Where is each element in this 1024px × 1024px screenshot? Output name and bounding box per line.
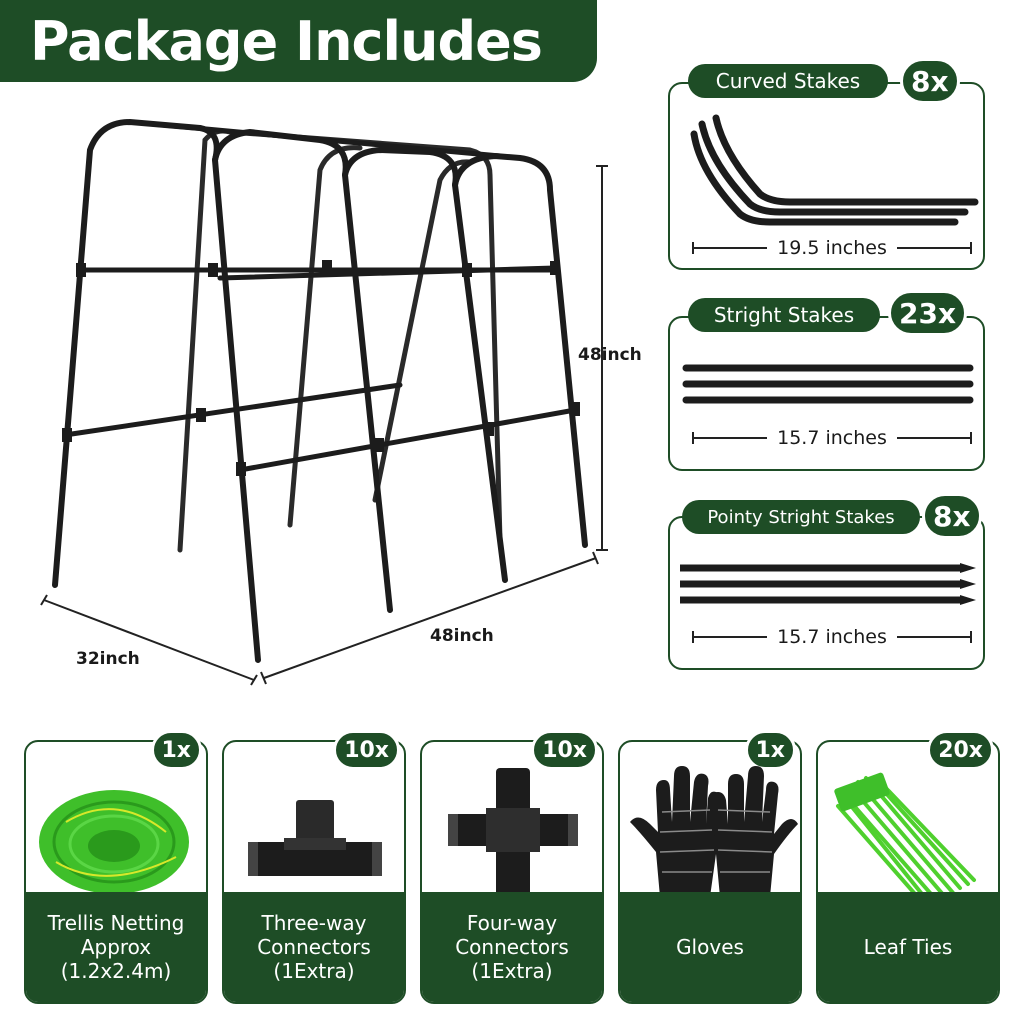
frame-height-label: 48inch <box>578 345 642 365</box>
page-title: Package Includes <box>30 9 543 73</box>
straight-stakes-length: 15.7 inches <box>692 426 973 450</box>
trellis-netting-icon <box>39 790 189 894</box>
item-count: 1x <box>744 730 796 770</box>
trellis-frame-illustration <box>40 118 608 686</box>
item-count: 1x <box>150 730 202 770</box>
gloves-icon <box>630 766 798 898</box>
straight-stake-icon <box>682 364 974 404</box>
straight-stakes-box: 15.7 inches <box>668 316 985 471</box>
item-card-leaf-ties: 20x Leaf Ties <box>816 730 1000 1004</box>
item-card-three-way-connector: 10x Three-way Connectors (1Extra) <box>222 730 406 1004</box>
page-title-bar: Package Includes <box>0 0 597 82</box>
curved-stakes-label: Curved Stakes <box>688 64 888 98</box>
item-count: 10x <box>333 730 400 770</box>
pointy-stakes-length: 15.7 inches <box>692 625 973 649</box>
item-label: Trellis Netting Approx (1.2x2.4m) <box>26 892 206 1002</box>
frame-length-label: 48inch <box>430 626 494 646</box>
pointy-stakes-count: 8x <box>922 493 982 539</box>
leaf-ties-icon <box>834 772 976 906</box>
item-label: Leaf Ties <box>818 892 998 1002</box>
item-card-four-way-connector: 10x Four-way Connectors (1Extra) <box>420 730 604 1004</box>
curved-stakes-count: 8x <box>900 58 960 104</box>
item-label: Gloves <box>620 892 800 1002</box>
item-count: 10x <box>531 730 598 770</box>
curved-stake-icon <box>690 114 979 226</box>
item-count: 20x <box>927 730 994 770</box>
item-label: Four-way Connectors (1Extra) <box>422 892 602 1002</box>
straight-stakes-label: Stright Stakes <box>688 298 880 332</box>
item-label: Three-way Connectors (1Extra) <box>224 892 404 1002</box>
straight-stakes-count: 23x <box>888 290 968 336</box>
item-card-trellis-netting: 1x Trellis Netting Approx (1.2x2.4m) <box>24 730 208 1004</box>
curved-stakes-length: 19.5 inches <box>692 236 973 260</box>
curved-stakes-box: 19.5 inches <box>668 82 985 270</box>
pointy-stakes-label: Pointy Stright Stakes <box>682 500 920 534</box>
item-card-gloves: 1x Gloves <box>618 730 802 1004</box>
pointy-stake-icon <box>680 563 976 605</box>
four-way-connector-icon <box>448 768 578 898</box>
frame-width-label: 32inch <box>76 649 140 669</box>
pointy-stakes-box: 15.7 inches <box>668 516 985 670</box>
three-way-connector-icon <box>248 800 382 876</box>
